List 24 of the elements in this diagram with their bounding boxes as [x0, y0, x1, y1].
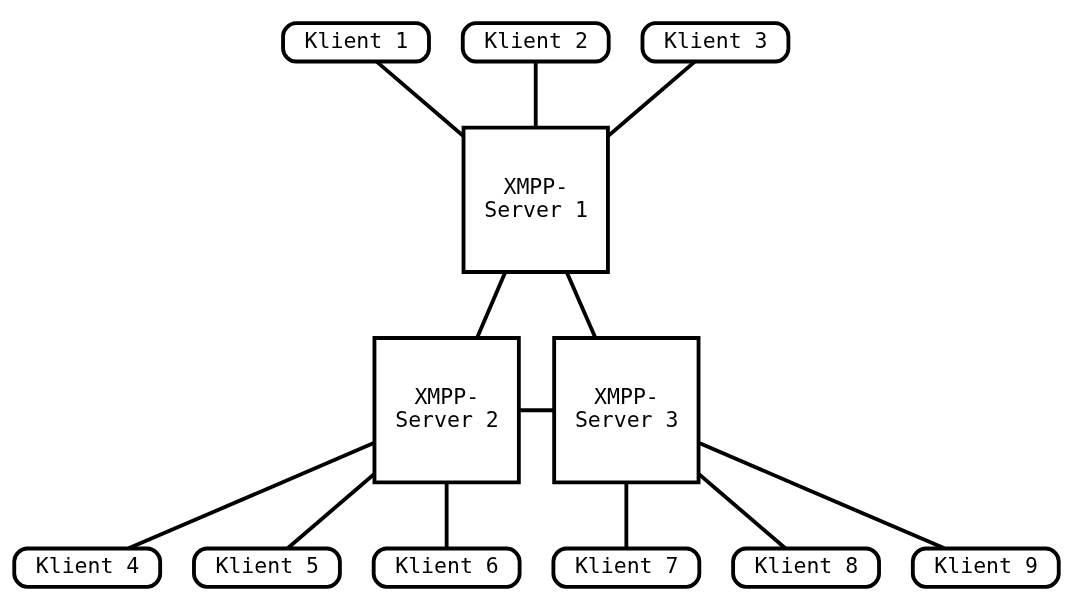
node-box: Klient 3 — [640, 21, 791, 64]
connector — [286, 472, 376, 550]
node-box: Klient 6 — [371, 546, 522, 589]
node-box: XMPP-Server 1 — [461, 125, 610, 274]
connector — [518, 408, 554, 413]
node-box: Klient 9 — [910, 546, 1061, 589]
connector — [564, 271, 597, 339]
node-box: Klient 8 — [731, 546, 881, 589]
node-box: Klient 7 — [551, 546, 702, 589]
connector — [127, 441, 376, 551]
connector — [606, 60, 697, 138]
connector — [444, 482, 449, 548]
node-box: Klient 5 — [192, 546, 342, 589]
node-box: XMPP-Server 3 — [552, 336, 701, 485]
connector — [697, 472, 787, 550]
connector — [697, 441, 946, 551]
connector — [624, 482, 629, 548]
connector — [475, 271, 508, 339]
connector — [533, 61, 538, 127]
node-box: XMPP-Server 2 — [372, 336, 521, 485]
node-box: Klient 2 — [460, 21, 611, 64]
node-box: Klient 1 — [281, 21, 431, 64]
connector — [375, 60, 465, 138]
node-box: Klient 4 — [12, 546, 163, 589]
